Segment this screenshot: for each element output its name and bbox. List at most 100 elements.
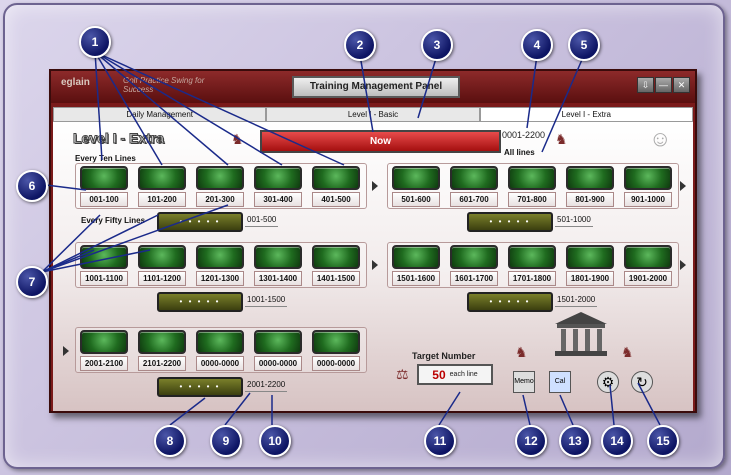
range-cell[interactable]: 1801-1900 [566,245,614,286]
callout-14: 14 [601,425,633,457]
tab-level-basic[interactable]: Level I - Basic [266,107,480,122]
range-cell[interactable]: 201-300 [196,166,244,207]
range-button[interactable] [624,166,672,190]
range-button[interactable] [254,330,302,354]
prev-arrow-icon[interactable] [63,346,69,356]
range-button[interactable] [566,166,614,190]
range-cell[interactable]: 901-1000 [624,166,672,207]
fifty-label: 501-1000 [555,214,593,227]
range-label: 601-700 [450,192,498,207]
target-number-field[interactable]: 50 each line [417,364,493,385]
range-label: 1401-1500 [312,271,360,286]
range-button[interactable] [450,245,498,269]
range-cell[interactable]: 1101-1200 [138,245,186,286]
now-button[interactable]: Now [260,130,501,153]
warrior-icon: ♞ [515,344,528,360]
calendar-button[interactable]: Cal [549,371,571,393]
next-arrow-icon[interactable] [372,260,378,270]
range-cell[interactable]: 701-800 [508,166,556,207]
range-button[interactable] [312,245,360,269]
range-cell[interactable]: 801-900 [566,166,614,207]
app-logo: eglain [61,77,90,88]
minimize-button[interactable]: — [655,77,672,93]
callout-10: 10 [259,425,291,457]
range-button[interactable] [392,166,440,190]
range-button[interactable] [196,166,244,190]
range-cell[interactable]: 401-500 [312,166,360,207]
range-label: 801-900 [566,192,614,207]
range-label: 1701-1800 [508,271,556,286]
next-arrow-icon[interactable] [680,260,686,270]
range-button[interactable] [450,166,498,190]
memo-button[interactable]: Memo [513,371,535,393]
range-cell[interactable]: 501-600 [392,166,440,207]
range-cell[interactable]: 301-400 [254,166,302,207]
range-label: 1901-2000 [624,271,672,286]
total-range: 0001-2200 [502,130,546,140]
range-button[interactable] [138,166,186,190]
range-cell[interactable]: 2101-2200 [138,330,186,371]
range-cell[interactable]: 1701-1800 [508,245,556,286]
range-button[interactable] [196,330,244,354]
range-label: 201-300 [196,192,244,207]
range-cell[interactable]: 2001-2100 [80,330,128,371]
fifty-label: 1501-2000 [555,294,598,307]
next-arrow-icon[interactable] [372,181,378,191]
range-cell[interactable]: 1901-2000 [624,245,672,286]
range-label: 1801-1900 [566,271,614,286]
range-cell[interactable]: 0000-0000 [196,330,244,371]
range-cell[interactable]: 0000-0000 [312,330,360,371]
range-button[interactable] [312,330,360,354]
range-button[interactable] [508,166,556,190]
range-button[interactable] [508,245,556,269]
range-button[interactable] [254,166,302,190]
range-button[interactable] [196,245,244,269]
range-button[interactable] [566,245,614,269]
range-cell[interactable]: 1601-1700 [450,245,498,286]
range-label: 1001-1100 [80,271,128,286]
range-button[interactable] [138,330,186,354]
callout-3: 3 [421,29,453,61]
settings-gear-icon[interactable]: ⚙ [597,371,619,393]
range-button[interactable] [392,245,440,269]
callout-5: 5 [568,29,600,61]
target-number-title: Target Number [412,351,476,361]
outer-frame [3,3,725,469]
fifty-button[interactable]: • • • • • [467,292,553,312]
range-button[interactable] [80,166,128,190]
temple-icon [555,312,607,356]
level-title: Level I - Extra [72,130,165,147]
group-row2-left: 1001-1100 1101-1200 1201-1300 1301-1400 … [75,242,367,288]
range-button[interactable] [80,330,128,354]
range-label: 501-600 [392,192,440,207]
range-cell[interactable]: 601-700 [450,166,498,207]
range-cell[interactable]: 0000-0000 [254,330,302,371]
range-cell[interactable]: 101-200 [138,166,186,207]
training-panel-window: eglain Golf Practice Swing for Success T… [49,69,697,413]
refresh-icon[interactable]: ↻ [631,371,653,393]
fifty-label: 001-500 [245,214,279,227]
fifty-button[interactable]: • • • • • [467,212,553,232]
range-cell[interactable]: 1301-1400 [254,245,302,286]
range-cell[interactable]: 001-100 [80,166,128,207]
download-button[interactable]: ⇩ [637,77,654,93]
fifty-button[interactable]: • • • • • [157,292,243,312]
fifty-button[interactable]: • • • • • [157,212,243,232]
tab-level-extra[interactable]: Level I - Extra [479,107,693,122]
next-arrow-icon[interactable] [680,181,686,191]
fifty-button[interactable]: • • • • • [157,377,243,397]
callout-4: 4 [521,29,553,61]
range-label: 1501-1600 [392,271,440,286]
range-button[interactable] [138,245,186,269]
range-label: 701-800 [508,192,556,207]
range-cell[interactable]: 1201-1300 [196,245,244,286]
range-label: 001-100 [80,192,128,207]
range-label: 1201-1300 [196,271,244,286]
range-label: 0000-0000 [254,356,302,371]
range-cell[interactable]: 1501-1600 [392,245,440,286]
range-button[interactable] [254,245,302,269]
range-button[interactable] [624,245,672,269]
range-button[interactable] [312,166,360,190]
close-button[interactable]: ✕ [673,77,690,93]
range-cell[interactable]: 1401-1500 [312,245,360,286]
